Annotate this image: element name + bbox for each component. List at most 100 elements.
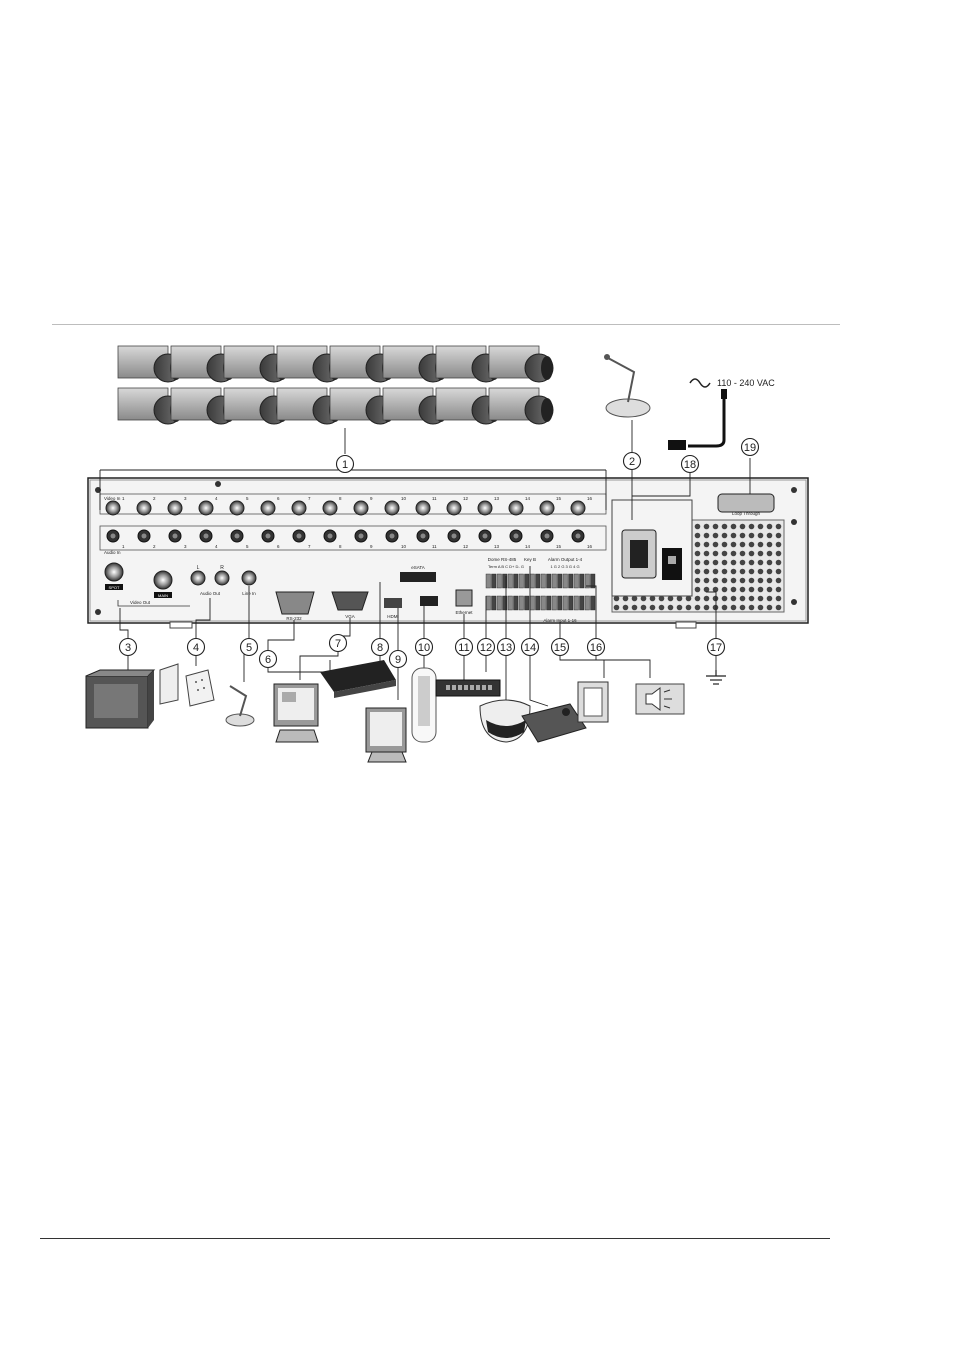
audio-in-connector	[230, 529, 244, 543]
channel-number: 10	[401, 496, 407, 501]
terminal-pin	[513, 573, 519, 589]
terminal-pin	[524, 573, 530, 589]
callout-6: 6	[258, 649, 278, 669]
speaker-icon	[159, 663, 215, 707]
audio-in-connector	[416, 529, 430, 543]
channel-number: 13	[494, 496, 500, 501]
alarm-input-label: Alarm Input 1-16	[543, 618, 577, 623]
audio-in-connector	[292, 529, 306, 543]
channel-number: 16	[587, 496, 593, 501]
spot-label: SPOT	[109, 585, 120, 590]
audio-out-label: Audio Out	[200, 591, 221, 596]
callout-number: 6	[265, 654, 271, 666]
terminal-pin	[579, 595, 585, 611]
terminal-pin	[557, 573, 563, 589]
terminal-pin	[513, 595, 519, 611]
usb-drive-icon	[411, 667, 437, 743]
channel-number: 10	[401, 544, 407, 549]
video-out-label: Video Out	[130, 600, 151, 605]
video-in-connector	[508, 500, 524, 516]
vga-label: VGA	[345, 614, 355, 619]
camera-icon	[488, 345, 554, 383]
camera-icon	[488, 387, 554, 425]
dome-camera-icon	[479, 699, 531, 743]
channel-number: 6	[277, 544, 280, 549]
terminal-pin	[579, 573, 585, 589]
hdmi-label: HDMI	[387, 614, 399, 619]
callout-1: 1	[335, 454, 355, 474]
esata-label: eSATA	[411, 565, 425, 570]
loop-through-label: Loop Through	[732, 511, 760, 516]
callout-number: 9	[395, 654, 401, 666]
audio-in-connector	[478, 529, 492, 543]
callout-number: 15	[554, 642, 566, 654]
audio-in-connector	[354, 529, 368, 543]
terminal-pin	[562, 595, 568, 611]
video-in-connector	[260, 500, 276, 516]
terminal-blocks	[485, 573, 596, 611]
video-in-connector	[446, 500, 462, 516]
callout-number: 12	[480, 642, 492, 654]
terminal-pin	[529, 595, 535, 611]
video-in-connector	[570, 500, 586, 516]
terminal-pin	[485, 595, 491, 611]
terminal-pin	[518, 595, 524, 611]
audio-in-connector	[106, 529, 120, 543]
siren-icon	[635, 683, 685, 715]
microphone-icon	[604, 354, 651, 418]
terminal-pin	[551, 573, 557, 589]
callout-number: 7	[335, 638, 341, 650]
camera-group	[117, 345, 554, 425]
video-in-connector	[167, 500, 183, 516]
audio-in-connector	[168, 529, 182, 543]
callout-11: 11	[454, 637, 474, 657]
terminal-pin	[573, 595, 579, 611]
channel-number: 3	[184, 544, 187, 549]
video-in-connector	[291, 500, 307, 516]
bottom-rule	[40, 1238, 830, 1239]
video-in-connector	[198, 500, 214, 516]
audio-in-connector	[509, 529, 523, 543]
callout-number: 10	[418, 642, 430, 654]
channel-number: 5	[246, 496, 249, 501]
channel-number: 2	[153, 496, 156, 501]
top-rule	[52, 324, 840, 325]
video-in-connector	[415, 500, 431, 516]
terminal-pin	[491, 595, 497, 611]
channel-number: 12	[463, 496, 469, 501]
terminal-pin	[584, 595, 590, 611]
pc-monitor-icon	[273, 683, 319, 743]
terminal-pin	[540, 573, 546, 589]
callout-number: 2	[629, 456, 635, 468]
terminal-pin	[524, 595, 530, 611]
audio-in-connector	[447, 529, 461, 543]
callout-10: 10	[414, 637, 434, 657]
terminal-pin	[502, 595, 508, 611]
callout-number: 3	[125, 642, 131, 654]
callout-18: 18	[680, 454, 700, 474]
pc-monitor-icon	[365, 707, 407, 763]
channel-number: 3	[184, 496, 187, 501]
power-label: 110 - 240 VAC	[717, 378, 775, 388]
callout-number: 19	[744, 442, 756, 454]
terminal-pin	[502, 573, 508, 589]
channel-number: 15	[556, 544, 562, 549]
video-in-label: Video In	[104, 496, 121, 501]
callout-15: 15	[550, 637, 570, 657]
terminal-pin	[551, 595, 557, 611]
channel-number: 9	[370, 544, 373, 549]
terminal-pin	[491, 573, 497, 589]
callout-5: 5	[239, 637, 259, 657]
audio-in-connector	[385, 529, 399, 543]
ground-icon	[706, 670, 726, 685]
channel-number: 1	[122, 496, 125, 501]
video-in-connector	[229, 500, 245, 516]
terminal-pin	[535, 595, 541, 611]
term-row-label: Term A B C D+ D- G	[488, 564, 524, 569]
terminal-pin	[496, 595, 502, 611]
video-in-connector	[477, 500, 493, 516]
